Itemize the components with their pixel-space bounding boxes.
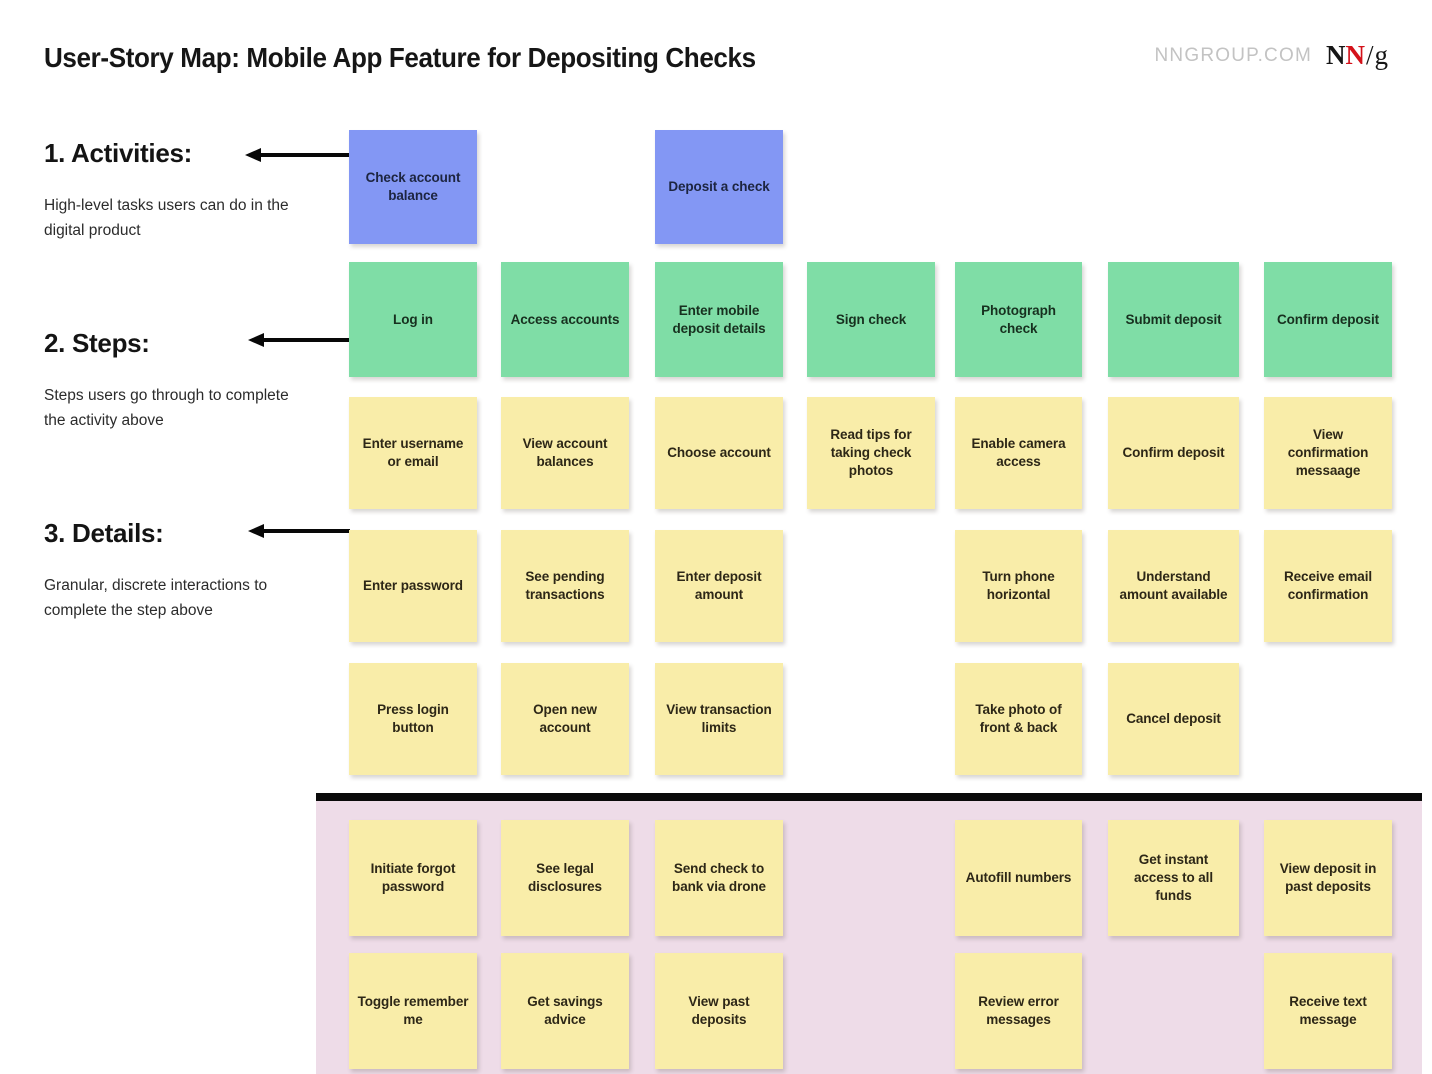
detail-card-label: Open new account <box>533 702 597 735</box>
backlog-card[interactable]: See legal disclosures <box>501 820 629 936</box>
detail-card-label: Press login button <box>377 702 449 735</box>
step-card-label: Confirm deposit <box>1277 311 1379 327</box>
backlog-card[interactable]: Get instant access to all funds <box>1108 820 1239 936</box>
detail-card[interactable]: Enter username or email <box>349 397 477 509</box>
detail-card-label: Understand amount available <box>1119 569 1228 602</box>
step-card[interactable]: Confirm deposit <box>1264 262 1392 377</box>
detail-card[interactable]: Take photo of front & back <box>955 663 1082 775</box>
legend-description-details: Granular, discrete interactions to compl… <box>44 577 268 620</box>
detail-card-label: Enable camera access <box>971 436 1066 469</box>
detail-card-label: Choose account <box>667 445 771 461</box>
detail-card-label: Enter deposit amount <box>676 569 762 602</box>
page-title: User-Story Map: Mobile App Feature for D… <box>44 42 756 73</box>
backlog-card[interactable]: Toggle remember me <box>349 953 477 1069</box>
detail-card[interactable]: View confirmation messaage <box>1264 397 1392 509</box>
step-card[interactable]: Photograph check <box>955 262 1082 377</box>
detail-card[interactable]: Choose account <box>655 397 783 509</box>
detail-card-label: Enter password <box>363 578 463 594</box>
detail-card[interactable]: Receive email confirmation <box>1264 530 1392 642</box>
backlog-card[interactable]: Initiate forgot password <box>349 820 477 936</box>
step-card-label: Sign check <box>835 311 907 327</box>
arrow-to-activities-icon <box>245 148 350 162</box>
activity-card[interactable]: Deposit a check <box>655 130 783 244</box>
detail-card[interactable]: Open new account <box>501 663 629 775</box>
backlog-card-label: Toggle remember me <box>357 994 469 1027</box>
backlog-card[interactable]: Review error messages <box>955 953 1082 1069</box>
step-card-label: Log in <box>393 311 433 327</box>
activity-card[interactable]: Check account balance <box>349 130 477 244</box>
legend-heading-activities: 1. Activities: <box>44 138 193 168</box>
logo-slash: / <box>1365 40 1374 70</box>
detail-card-label: See pending transactions <box>525 569 605 602</box>
step-card[interactable]: Access accounts <box>501 262 629 377</box>
detail-card-label: Turn phone horizontal <box>982 569 1055 602</box>
detail-card[interactable]: Press login button <box>349 663 477 775</box>
backlog-card[interactable]: Send check to bank via drone <box>655 820 783 936</box>
backlog-card-label: View past deposits <box>688 994 750 1027</box>
detail-card[interactable]: Enable camera access <box>955 397 1082 509</box>
detail-card[interactable]: Understand amount available <box>1108 530 1239 642</box>
legend-description-activities: High-level tasks users can do in the dig… <box>44 197 289 240</box>
backlog-card-label: View deposit in past deposits <box>1279 861 1377 894</box>
backlog-card-label: Get savings advice <box>527 994 603 1027</box>
detail-card-label: Enter username or email <box>362 436 464 469</box>
backlog-card-label: Receive text message <box>1289 994 1367 1027</box>
brand-domain-text: NNGROUP.COM <box>1154 44 1312 66</box>
backlog-divider-rule <box>316 793 1422 801</box>
detail-card-label: View account balances <box>522 436 608 469</box>
backlog-card[interactable]: Get savings advice <box>501 953 629 1069</box>
logo-g: g <box>1374 40 1389 70</box>
logo-n-black: N <box>1325 40 1346 70</box>
detail-card-label: Confirm deposit <box>1122 445 1225 461</box>
activity-card-label: Check account balance <box>365 170 461 203</box>
step-card-label: Access accounts <box>510 311 620 327</box>
step-card[interactable]: Log in <box>349 262 477 377</box>
logo-n-red: N <box>1345 40 1365 70</box>
legend-heading-details: 3. Details: <box>44 518 164 548</box>
detail-card[interactable]: See pending transactions <box>501 530 629 642</box>
arrow-to-details-icon <box>248 524 350 538</box>
arrow-to-steps-icon <box>248 333 350 347</box>
detail-card[interactable]: Enter password <box>349 530 477 642</box>
detail-card-label: View transaction limits <box>666 702 772 735</box>
backlog-card-label: Autofill numbers <box>965 870 1072 886</box>
step-card[interactable]: Sign check <box>807 262 935 377</box>
detail-card-label: Read tips for taking check photos <box>830 427 912 478</box>
detail-card[interactable]: View account balances <box>501 397 629 509</box>
legend-heading-steps: 2. Steps: <box>44 328 150 358</box>
legend-description-steps: Steps users go through to complete the a… <box>44 387 289 430</box>
backlog-card-label: Send check to bank via drone <box>672 861 766 894</box>
detail-card-label: Receive email confirmation <box>1283 569 1372 602</box>
step-card[interactable]: Submit deposit <box>1108 262 1239 377</box>
backlog-card-label: See legal disclosures <box>528 861 602 894</box>
detail-card[interactable]: Enter deposit amount <box>655 530 783 642</box>
backlog-card[interactable]: View deposit in past deposits <box>1264 820 1392 936</box>
detail-card[interactable]: Turn phone horizontal <box>955 530 1082 642</box>
step-card-label: Submit deposit <box>1125 311 1222 327</box>
backlog-card[interactable]: Receive text message <box>1264 953 1392 1069</box>
step-card-label: Photograph check <box>981 302 1056 336</box>
detail-card[interactable]: Confirm deposit <box>1108 397 1239 509</box>
backlog-card[interactable]: View past deposits <box>655 953 783 1069</box>
detail-card-label: Take photo of front & back <box>975 702 1062 735</box>
step-card-label: Enter mobile deposit details <box>672 302 766 336</box>
backlog-card[interactable]: Autofill numbers <box>955 820 1082 936</box>
backlog-card-label: Initiate forgot password <box>370 861 456 894</box>
detail-card-label: View confirmation messaage <box>1287 427 1369 478</box>
detail-card[interactable]: View transaction limits <box>655 663 783 775</box>
backlog-card-label: Review error messages <box>978 994 1059 1027</box>
detail-card[interactable]: Cancel deposit <box>1108 663 1239 775</box>
backlog-band <box>316 801 1422 1074</box>
backlog-card-label: Get instant access to all funds <box>1133 852 1213 903</box>
activity-card-label: Deposit a check <box>668 179 770 195</box>
detail-card-label: Cancel deposit <box>1126 711 1221 727</box>
step-card[interactable]: Enter mobile deposit details <box>655 262 783 377</box>
detail-card[interactable]: Read tips for taking check photos <box>807 397 935 509</box>
